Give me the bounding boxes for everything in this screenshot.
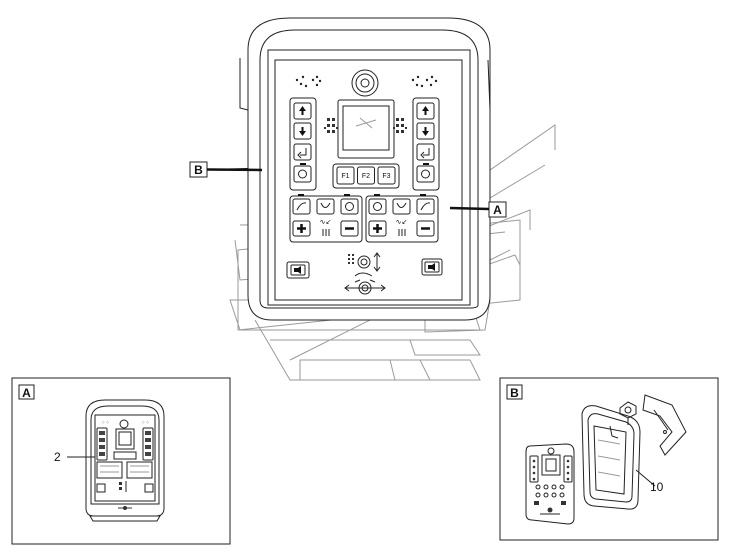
left-minus-button[interactable]: [340, 220, 359, 237]
housing: [581, 405, 641, 510]
horn-button-left[interactable]: [286, 261, 310, 279]
right-return-button[interactable]: [392, 198, 411, 215]
left-target-button[interactable]: [340, 198, 359, 215]
svg-text:⁘⁘: ⁘⁘: [141, 420, 149, 426]
indicator-grid-right: [393, 118, 407, 133]
svg-text:⁘⁘: ⁘⁘: [101, 420, 109, 426]
horn-button-right[interactable]: [421, 258, 443, 276]
detail-b-tag: B: [510, 386, 519, 400]
arrow-up-icon: [299, 106, 306, 115]
function-keys: F1 F2 F3: [332, 163, 400, 189]
right-down-button[interactable]: [416, 122, 435, 140]
enter-icon: [297, 148, 307, 159]
horn-icon: [294, 266, 301, 274]
control-panel: [239, 17, 491, 321]
speaker-grille-right: [411, 75, 438, 88]
right-speed-button[interactable]: [416, 198, 435, 215]
right-minus-button[interactable]: [416, 220, 435, 237]
view-b-tag: B: [194, 163, 203, 177]
arrow-down-icon: [299, 127, 306, 136]
left-return-button[interactable]: [316, 198, 335, 215]
view-a-callout: A: [449, 201, 507, 218]
right-up-button[interactable]: [416, 102, 435, 120]
f3-button[interactable]: [377, 166, 396, 185]
left-enter-button[interactable]: [293, 143, 312, 161]
detail-b-panel: B 10: [499, 377, 719, 541]
enter-icon: [420, 148, 430, 159]
detail-a-panel: A ⁘⁘ ⁘⁘ 2: [11, 377, 231, 545]
right-enter-button[interactable]: [416, 143, 435, 161]
lower-right-control-group: ∿↙: [365, 194, 439, 243]
joystick-upper[interactable]: [348, 252, 381, 277]
detail-a-tag: A: [22, 386, 31, 400]
right-plus-button[interactable]: [368, 220, 387, 237]
home-icon: [298, 169, 307, 179]
f2-button[interactable]: [357, 166, 375, 185]
left-speed-button[interactable]: [292, 198, 311, 215]
part-10-label: 10: [650, 480, 664, 494]
f3-label: F3: [382, 173, 390, 180]
front-panel: [525, 443, 575, 525]
home-icon: [421, 169, 430, 179]
indicator-grid-left: [324, 118, 338, 133]
left-down-button[interactable]: [293, 122, 312, 140]
horn-icon: [428, 263, 435, 271]
left-plus-button[interactable]: [292, 220, 311, 237]
part-2-label: 2: [54, 450, 61, 464]
left-up-button[interactable]: [293, 102, 312, 120]
right-target-button[interactable]: [368, 198, 387, 215]
svg-text:∿↙: ∿↙: [396, 219, 408, 226]
arrow-up-icon: [422, 106, 429, 115]
svg-text:∿↙: ∿↙: [320, 219, 332, 226]
mounting-knob: [619, 401, 637, 425]
f1-button[interactable]: [336, 166, 355, 185]
f2-label: F2: [362, 173, 370, 180]
f1-label: F1: [341, 173, 349, 180]
view-a-tag: A: [493, 203, 502, 217]
right-button-column: [412, 97, 440, 191]
left-button-column: [289, 97, 317, 191]
joystick-lower[interactable]: [344, 279, 386, 295]
left-home-button[interactable]: [293, 165, 312, 183]
arrow-down-icon: [422, 127, 429, 136]
mounting-bracket: [642, 394, 687, 456]
view-b-callout: B: [189, 161, 263, 178]
right-home-button[interactable]: [416, 165, 435, 183]
speaker-grille-left: [295, 75, 322, 88]
lower-left-control-group: ∿↙: [289, 194, 363, 243]
power-knob: [351, 69, 379, 97]
